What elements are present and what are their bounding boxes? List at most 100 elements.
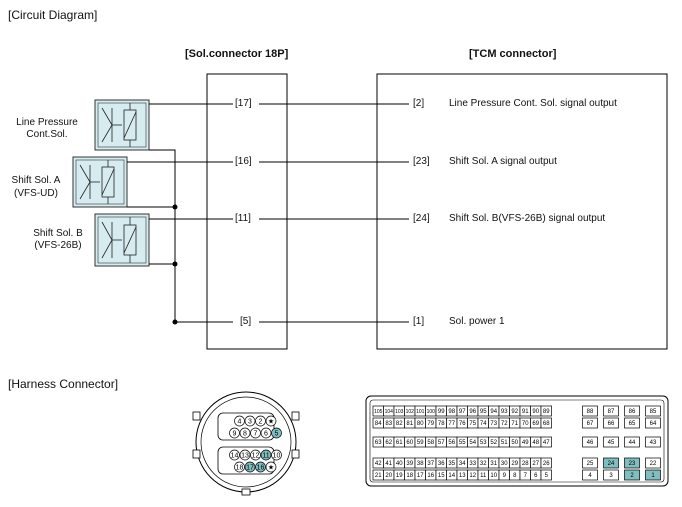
pin-80: 80 [414,417,426,429]
svg-text:31: 31 [490,461,497,467]
svg-text:47: 47 [543,440,550,446]
svg-text:64: 64 [650,421,657,427]
svg-text:8: 8 [513,473,517,479]
pin-11: 11 [477,469,489,481]
pin-48: 48 [530,436,542,448]
svg-text:104: 104 [385,409,394,415]
svg-text:99: 99 [438,409,445,415]
pin-70: 70 [519,417,531,429]
pin-16: 16 [425,469,437,481]
svg-text:65: 65 [629,421,636,427]
pin-17: 17 [244,461,256,473]
pin-★: ★ [265,415,277,427]
pin-3: 3 [603,469,619,481]
svg-text:59: 59 [417,440,424,446]
svg-text:72: 72 [501,421,508,427]
svg-text:39: 39 [406,461,413,467]
svg-text:63: 63 [375,440,382,446]
pin-5: 5 [271,427,282,439]
pin-75: 75 [467,417,479,429]
pin-20: 20 [383,469,395,481]
junction-dot-1 [172,204,178,210]
pin-18: 18 [404,469,416,481]
tcm-pin-23: [23] [413,156,430,167]
signal-shift-a: Shift Sol. A signal output [449,156,557,167]
pin-64: 64 [645,417,661,429]
pin-4: 4 [582,469,598,481]
pin-57: 57 [435,436,447,448]
pin-42: 42 [372,457,384,469]
svg-text:44: 44 [629,440,636,446]
pin-32: 32 [477,457,489,469]
pin-88: 88 [582,405,598,417]
svg-text:4: 4 [238,418,242,425]
svg-text:68: 68 [543,421,550,427]
svg-text:55: 55 [459,440,466,446]
round-harness-connector [192,391,300,496]
svg-text:102: 102 [406,409,415,415]
svg-text:28: 28 [522,461,529,467]
pin-26: 26 [540,457,552,469]
svg-text:75: 75 [469,421,476,427]
svg-text:73: 73 [490,421,497,427]
tcm-pin-24: [24] [413,213,430,224]
pin-94: 94 [488,405,500,417]
pin-9: 9 [498,469,510,481]
pin-16: 16 [255,461,266,473]
svg-text:23: 23 [629,461,636,467]
svg-text:16: 16 [427,473,434,479]
pin-51: 51 [498,436,510,448]
pin-87: 87 [603,405,619,417]
svg-text:15: 15 [438,473,445,479]
svg-text:67: 67 [587,421,594,427]
svg-text:35: 35 [448,461,455,467]
svg-text:58: 58 [427,440,434,446]
pin-8: 8 [509,469,521,481]
pin-33: 33 [467,457,479,469]
pin-62: 62 [383,436,395,448]
svg-text:79: 79 [427,421,434,427]
svg-text:17: 17 [417,473,424,479]
svg-text:10: 10 [490,473,497,479]
svg-text:2: 2 [630,473,634,479]
pin-68: 68 [540,417,552,429]
svg-text:50: 50 [511,440,518,446]
pin-98: 98 [446,405,458,417]
pin-84: 84 [372,417,384,429]
svg-text:91: 91 [522,409,529,415]
shift-sol-a-label-2: (VFS-UD) [14,188,58,199]
svg-text:51: 51 [501,440,508,446]
pin-1: 1 [645,469,661,481]
pin-46: 46 [582,436,598,448]
svg-text:89: 89 [543,409,550,415]
pin-65: 65 [624,417,640,429]
tcm-connector-box [376,73,668,350]
shift-sol-a-label-1: Shift Sol. A [11,175,61,186]
svg-text:61: 61 [396,440,403,446]
pin-9: 9 [229,427,240,439]
svg-text:49: 49 [522,440,529,446]
svg-text:80: 80 [417,421,424,427]
svg-text:14: 14 [448,473,455,479]
pin-58: 58 [425,436,437,448]
svg-text:12: 12 [252,452,260,459]
pin-85: 85 [645,405,661,417]
sol-pin-16: [16] [235,156,252,167]
pin-7: 7 [250,427,261,439]
pin-12: 12 [250,449,261,461]
pin-67: 67 [582,417,598,429]
svg-text:33: 33 [469,461,476,467]
svg-text:62: 62 [385,440,392,446]
pin-83: 83 [383,417,395,429]
shift-sol-a-icon [72,156,128,208]
svg-text:5: 5 [545,473,549,479]
pin-52: 52 [488,436,500,448]
line-pressure-solenoid-icon [94,99,150,151]
svg-text:95: 95 [480,409,487,415]
pin-43: 43 [645,436,661,448]
sol-pin-5: [5] [240,316,252,327]
pin-37: 37 [425,457,437,469]
svg-text:26: 26 [543,461,550,467]
svg-text:14: 14 [231,452,239,459]
